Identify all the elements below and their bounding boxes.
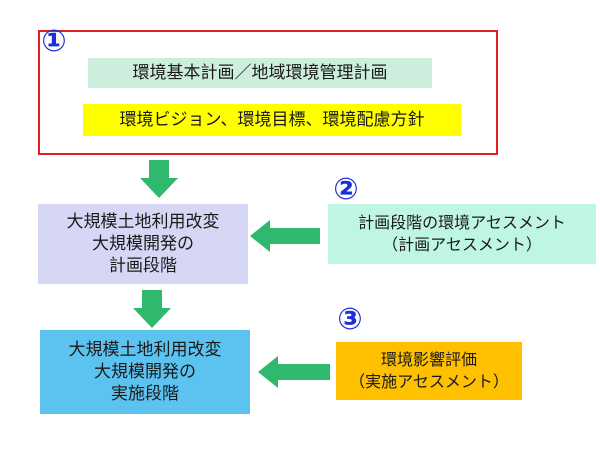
planning-line-3: 計画段階 bbox=[109, 256, 177, 276]
step1-frame bbox=[38, 30, 498, 155]
planning-line-2: 大規模開発の bbox=[92, 234, 194, 254]
implementation-assessment-box: 環境影響評価 （実施アセスメント） bbox=[336, 342, 522, 400]
left-arrow-1 bbox=[250, 220, 320, 252]
down-arrow-2 bbox=[133, 290, 171, 328]
plan-assessment-box: 計画段階の環境アセスメント （計画アセスメント） bbox=[328, 204, 596, 264]
implementation-line-3: 実施段階 bbox=[111, 384, 179, 404]
implementation-line-2: 大規模開発の bbox=[94, 362, 196, 382]
step1-number: ① bbox=[41, 24, 67, 59]
planning-line-1: 大規模土地利用改変 bbox=[66, 212, 220, 232]
step3-number: ③ bbox=[337, 302, 363, 337]
plan-assessment-line-2: （計画アセスメント） bbox=[382, 235, 542, 254]
vision-label: 環境ビジョン、環境目標、環境配慮方針 bbox=[83, 104, 461, 136]
plan-assessment-line-1: 計画段階の環境アセスメント bbox=[358, 213, 566, 232]
plan-label: 環境基本計画／地域環境管理計画 bbox=[88, 58, 432, 88]
down-arrow-1 bbox=[140, 160, 178, 198]
left-arrow-2 bbox=[258, 356, 330, 388]
implementation-assessment-line-2: （実施アセスメント） bbox=[349, 372, 509, 391]
implementation-line-1: 大規模土地利用改変 bbox=[68, 340, 222, 360]
planning-stage-box: 大規模土地利用改変 大規模開発の 計画段階 bbox=[38, 204, 248, 284]
implementation-stage-box: 大規模土地利用改変 大規模開発の 実施段階 bbox=[40, 330, 250, 414]
step2-number: ② bbox=[333, 172, 359, 207]
implementation-assessment-line-1: 環境影響評価 bbox=[380, 350, 477, 369]
